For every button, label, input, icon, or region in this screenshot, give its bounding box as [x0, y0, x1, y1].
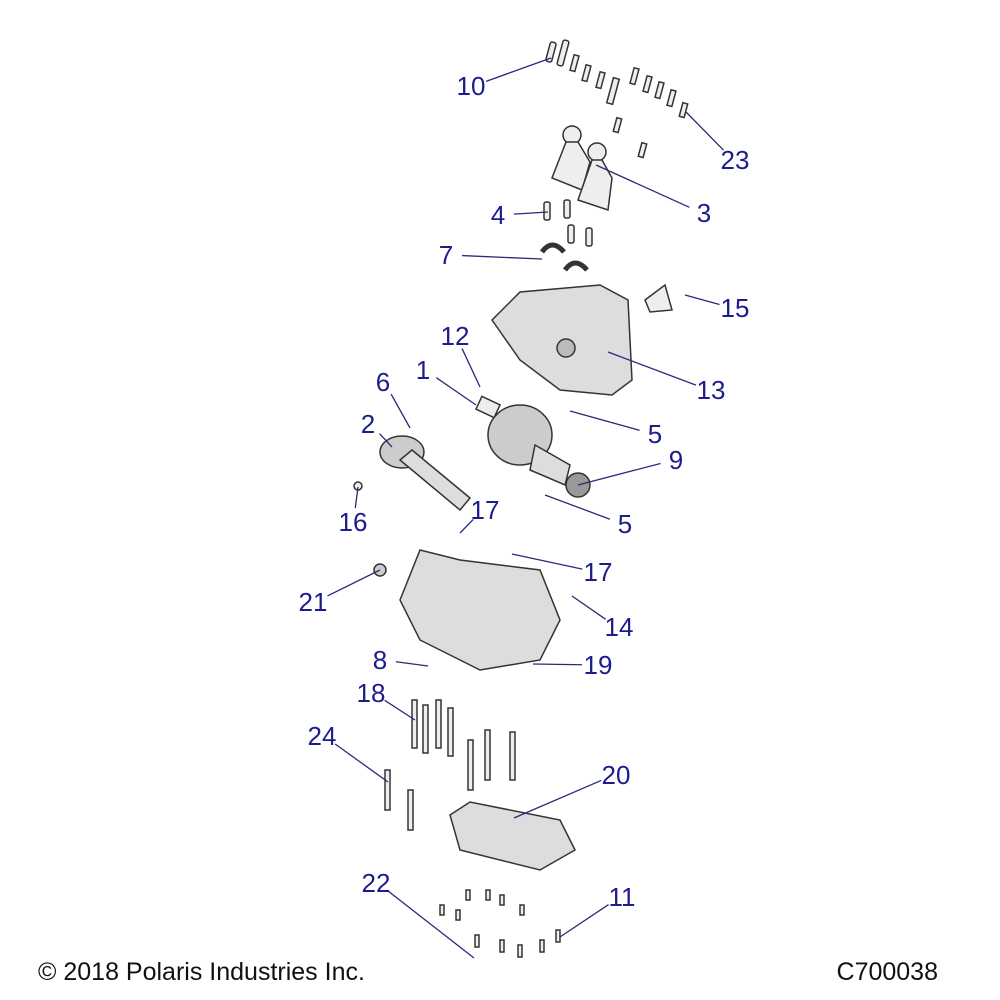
leader-line	[511, 553, 583, 570]
lower-crankcase-icon	[399, 549, 561, 671]
balance-shaft-icon	[379, 435, 472, 512]
connecting-rod-icon	[551, 125, 613, 212]
callout-label: 15	[720, 293, 750, 323]
leader-line	[384, 699, 416, 721]
callout-label: 23	[720, 145, 750, 175]
oil-pan-icon	[449, 801, 576, 871]
callout-label: 12	[440, 321, 470, 351]
leader-line	[571, 595, 607, 620]
leader-line	[461, 254, 543, 260]
leader-line	[513, 779, 602, 819]
leader-line	[395, 661, 429, 667]
callout-label: 22	[361, 868, 391, 898]
callout-label: 21	[298, 587, 328, 617]
rod-bolt-icon	[543, 199, 593, 247]
leader-line	[577, 462, 661, 486]
leader-line	[684, 294, 720, 306]
callout-label: 6	[375, 367, 391, 397]
bearing-shell-icon	[539, 242, 589, 272]
callout-label: 20	[601, 760, 631, 790]
callout-label: 7	[438, 240, 454, 270]
leader-line	[569, 410, 640, 431]
crankcase-bolt-icon	[384, 699, 516, 831]
callout-label: 19	[583, 650, 613, 680]
callout-label: 10	[456, 71, 486, 101]
leader-lines	[327, 57, 725, 959]
callout-label: 1	[415, 355, 431, 385]
callout-label: 4	[490, 200, 506, 230]
callout-label: 8	[372, 645, 388, 675]
callout-label: 18	[356, 678, 386, 708]
leader-line	[459, 519, 474, 534]
leader-line	[595, 164, 690, 208]
drawing-id: C700038	[836, 958, 938, 986]
callout-label: 16	[338, 507, 368, 537]
callout-label: 3	[696, 198, 712, 228]
callout-label: 9	[668, 445, 684, 475]
leader-line	[513, 211, 549, 215]
bolt-group-top-icon	[545, 39, 689, 159]
leader-line	[354, 486, 359, 509]
leader-line	[685, 111, 725, 151]
leader-line	[390, 393, 411, 429]
callout-label: 2	[360, 409, 376, 439]
leader-line	[607, 351, 697, 386]
leader-line	[379, 433, 393, 448]
leader-line	[461, 348, 481, 388]
callout-label: 5	[647, 419, 663, 449]
callout-label: 11	[608, 882, 636, 912]
pan-bolt-icon	[439, 889, 561, 958]
bracket-icon	[644, 283, 673, 313]
callout-label: 24	[307, 721, 337, 751]
leader-line	[544, 494, 611, 520]
leader-line	[532, 663, 583, 666]
callout-label: 14	[604, 612, 634, 642]
leader-line	[334, 743, 389, 783]
leader-line	[559, 904, 609, 938]
leader-line	[388, 890, 475, 959]
leader-line	[327, 569, 381, 597]
callout-label: 17	[583, 557, 613, 587]
callout-label: 13	[696, 375, 726, 405]
leader-line	[435, 377, 477, 406]
callout-label: 5	[617, 509, 633, 539]
leader-line	[485, 57, 552, 82]
copyright-text: © 2018 Polaris Industries Inc.	[38, 958, 365, 986]
crankshaft-icon	[474, 395, 571, 487]
callout-label: 17	[470, 495, 500, 525]
